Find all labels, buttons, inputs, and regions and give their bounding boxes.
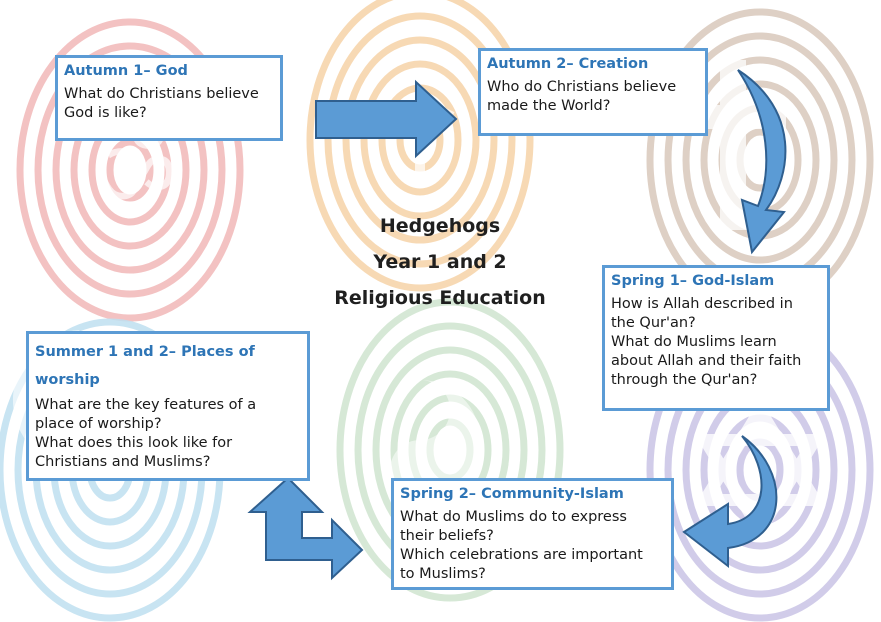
title-line-1: Hedgehogs xyxy=(379,215,501,237)
summer-box: Summer 1 and 2– Places of worship What a… xyxy=(26,331,310,481)
spring-1-line: the Qur'an? xyxy=(611,315,696,331)
autumn-1-heading: Autumn 1– God xyxy=(64,63,188,79)
summer-line: place of worship? xyxy=(35,416,162,432)
spring-1-line: through the Qur'an? xyxy=(611,372,758,388)
title-line-3: Religious Education xyxy=(334,287,546,309)
autumn-2-heading: Autumn 2– Creation xyxy=(487,56,649,72)
autumn-1-line: God is like? xyxy=(64,105,147,121)
summer-line: Christians and Muslims? xyxy=(35,454,211,470)
summer-heading: Summer 1 and 2– Places of worship xyxy=(35,338,301,394)
yin-yang-icon xyxy=(390,380,480,500)
summer-line: What are the key features of a xyxy=(35,397,257,413)
autumn-2-line: made the World? xyxy=(487,98,611,114)
right-arrow-icon xyxy=(315,79,458,159)
spring-1-line: What do Muslims learn xyxy=(611,334,777,350)
title-line-2: Year 1 and 2 xyxy=(373,251,507,273)
spring-2-heading: Spring 2– Community-Islam xyxy=(400,486,624,502)
summer-heading-line-2: worship xyxy=(35,372,100,388)
page-title: Hedgehogs Year 1 and 2 Religious Educati… xyxy=(310,208,570,316)
spring-2-line: What do Muslims do to express xyxy=(400,509,627,525)
autumn-1-line: What do Christians believe xyxy=(64,86,259,102)
spring-2-line: to Muslims? xyxy=(400,566,486,582)
summer-line: What does this look like for xyxy=(35,435,233,451)
spring-1-heading: Spring 1– God-Islam xyxy=(611,273,775,289)
spring-1-line: How is Allah described in xyxy=(611,296,793,312)
bent-up-arrow-icon xyxy=(247,476,364,581)
spring-2-line: Which celebrations are important xyxy=(400,547,643,563)
curved-left-arrow-icon xyxy=(682,435,778,569)
curved-down-arrow-icon xyxy=(737,69,787,255)
spring-2-line: their beliefs? xyxy=(400,528,494,544)
autumn-1-box: Autumn 1– God What do Christians believe… xyxy=(55,55,283,141)
spring-1-box: Spring 1– God-Islam How is Allah describ… xyxy=(602,265,830,411)
autumn-2-box: Autumn 2– Creation Who do Christians bel… xyxy=(478,48,708,136)
summer-heading-line-1: Summer 1 and 2– Places of xyxy=(35,344,255,360)
autumn-2-line: Who do Christians believe xyxy=(487,79,677,95)
spring-1-line: about Allah and their faith xyxy=(611,353,802,369)
spring-2-box: Spring 2– Community-Islam What do Muslim… xyxy=(391,478,674,590)
